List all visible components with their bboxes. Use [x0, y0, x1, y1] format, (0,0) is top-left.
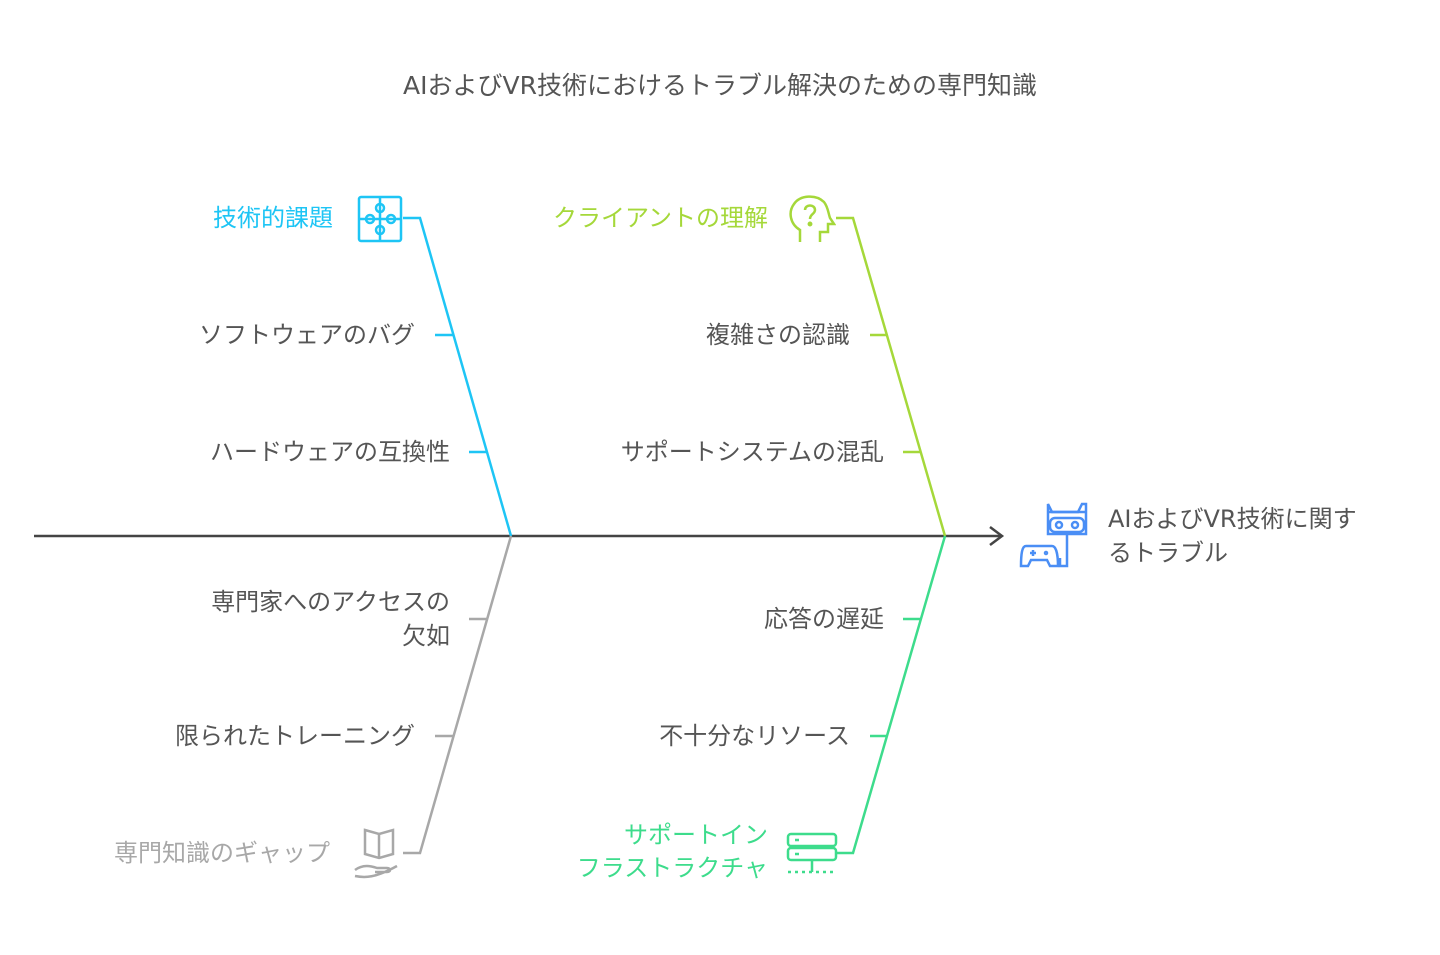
diagram-title: AIおよびVR技術におけるトラブル解決のための専門知識 [403, 71, 1037, 100]
cause-response-delay: 応答の遅延 [764, 605, 884, 633]
head-question-icon [789, 195, 836, 242]
category-support: サポートイン フラストラクチャ [577, 819, 768, 885]
cause-limited-training: 限られたトレーニング [175, 722, 415, 750]
category-expertise: 専門知識のギャップ [114, 839, 330, 867]
puzzle-icon [357, 195, 403, 243]
bone-client [836, 216, 947, 537]
bone-expertise [403, 535, 513, 855]
spine [34, 526, 1005, 546]
category-client: クライアントの理解 [552, 204, 768, 232]
cause-hardware-compat: ハードウェアの互換性 [210, 438, 450, 466]
problem-head: AIおよびVR技術に関す るトラブル [1108, 502, 1357, 570]
category-support-line2: フラストラクチャ [576, 854, 768, 882]
problem-head-line1: AIおよびVR技術に関す [1108, 505, 1357, 533]
problem-head-line2: るトラブル [1108, 539, 1228, 567]
bone-technical [403, 216, 513, 537]
server-icon [786, 832, 838, 874]
cause-expert-access-line2: 欠如 [402, 622, 450, 650]
category-technical: 技術的課題 [213, 204, 333, 232]
category-support-line1: サポートイン [624, 821, 768, 849]
book-hand-icon [354, 828, 398, 879]
cause-expert-access: 専門家へのアクセスの 欠如 [211, 585, 450, 653]
cause-support-confusion: サポートシステムの混乱 [620, 438, 884, 466]
cause-software-bugs: ソフトウェアのバグ [199, 321, 415, 349]
bone-support [836, 535, 947, 855]
cause-complexity: 複雑さの認識 [706, 321, 850, 349]
cause-expert-access-line1: 専門家へのアクセスの [211, 588, 450, 616]
vr-headset-gamepad-icon [1019, 502, 1088, 568]
cause-insufficient-resources: 不十分なリソース [659, 722, 850, 750]
